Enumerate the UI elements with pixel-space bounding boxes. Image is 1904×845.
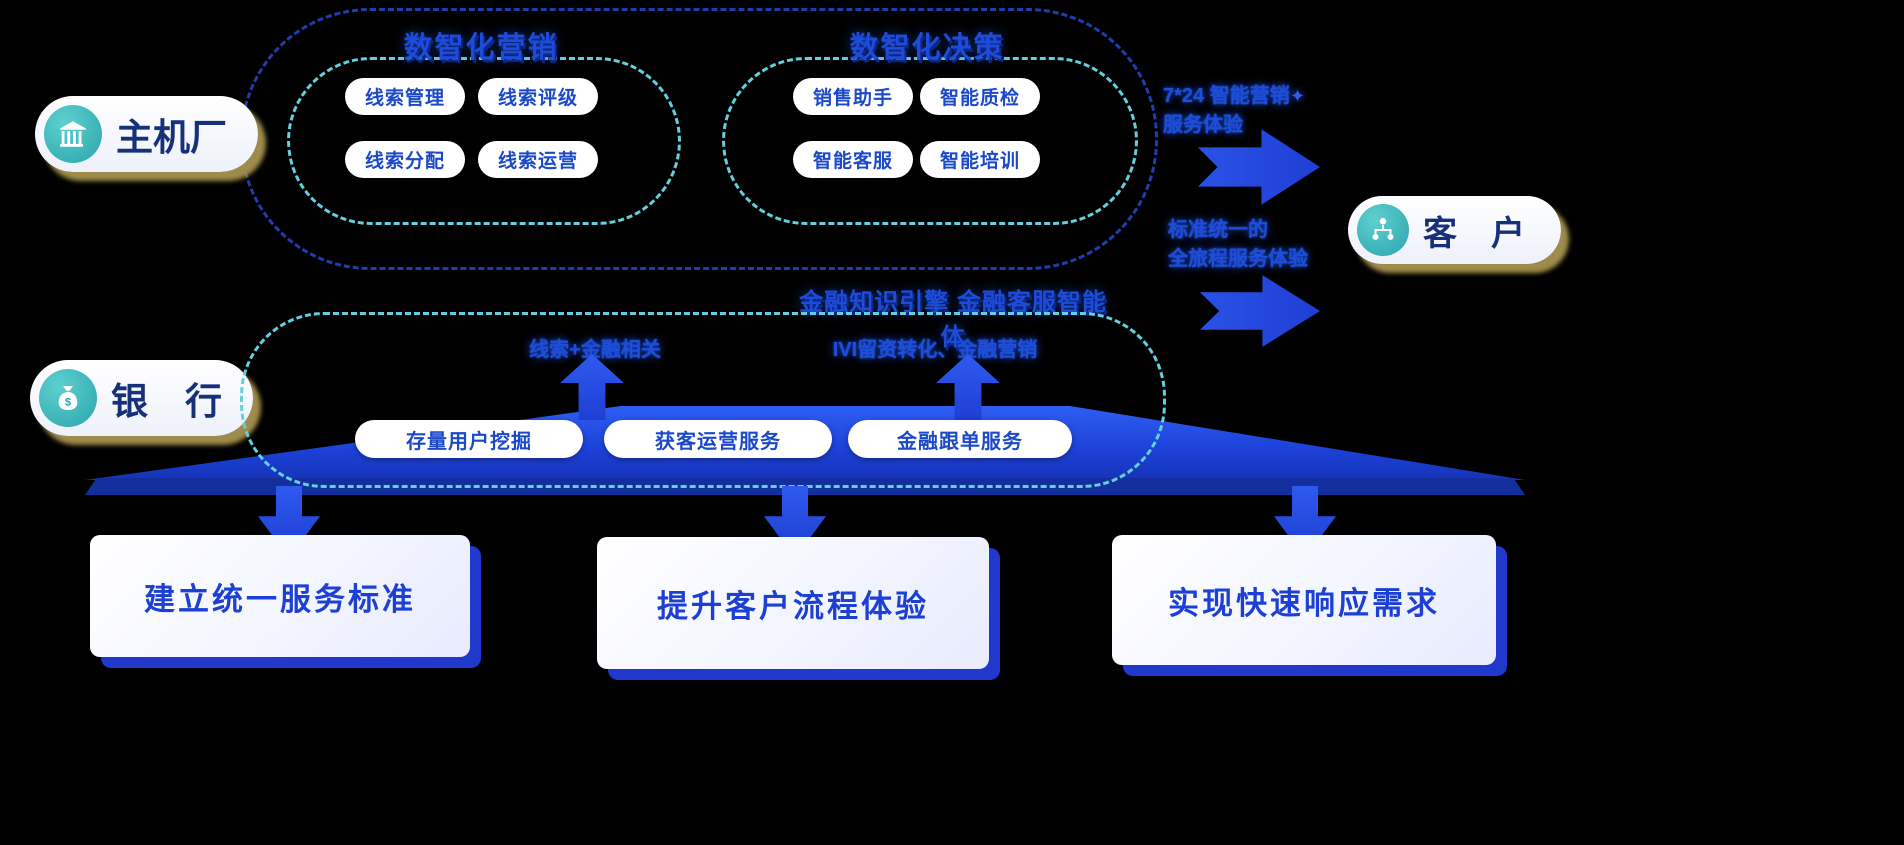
pill-lead-operation: 线索运营 [478, 141, 598, 178]
svg-text:$: $ [65, 397, 72, 409]
card-unified-standard-label: 建立统一服务标准 [144, 581, 416, 617]
arrow-right-bottom [1200, 275, 1320, 347]
bank-label: 银 行 [111, 381, 222, 422]
note-724-line1: 7*24 智能营销 [1163, 85, 1290, 107]
card-customer-experience: 提升客户流程体验 [597, 537, 989, 669]
pill-lead-management: 线索管理 [345, 78, 465, 115]
note-standard-line2: 全旅程服务体验 [1168, 248, 1308, 270]
pill-smart-service: 智能客服 [793, 141, 913, 178]
marketing-dashed-box [287, 57, 681, 225]
pill-smart-training: 智能培训 [920, 141, 1040, 178]
finance-left-note: 线索+金融相关 [529, 339, 661, 361]
finance-dashed-box [240, 312, 1166, 488]
finance-title: 金融知识引擎 金融客服智能体 [799, 289, 1107, 351]
sparkle-icon: ✦ [1290, 86, 1306, 106]
card-rapid-response-label: 实现快速响应需求 [1168, 585, 1440, 621]
oem-label: 主机厂 [116, 117, 227, 158]
note-standard-service: 标准统一的 全旅程服务体验 [1168, 216, 1338, 274]
pill-lead-assignment: 线索分配 [345, 141, 465, 178]
oem-badge: 主机厂 [35, 96, 258, 172]
note-standard-line1: 标准统一的 [1168, 219, 1268, 241]
customer-badge: 客 户 [1348, 196, 1561, 264]
pill-smart-qc: 智能质检 [920, 78, 1040, 115]
note-724-line2: 服务体验 [1163, 114, 1243, 136]
decision-title: 数智化决策 [849, 32, 1005, 64]
marketing-title: 数智化营销 [403, 32, 559, 64]
card-customer-experience-label: 提升客户流程体验 [657, 588, 929, 624]
note-724-service: 7*24 智能营销 服务体验 [1163, 82, 1333, 140]
building-icon [44, 105, 102, 163]
pill-finance-followup: 金融跟单服务 [848, 420, 1072, 458]
money-bag-icon: $ [39, 369, 97, 427]
finance-right-note: IVI留资转化、金融营销 [832, 339, 1038, 361]
pill-sales-assistant: 销售助手 [793, 78, 913, 115]
card-unified-standard: 建立统一服务标准 [90, 535, 470, 657]
bank-badge: $ 银 行 [30, 360, 253, 436]
org-chart-icon [1357, 204, 1409, 256]
card-rapid-response: 实现快速响应需求 [1112, 535, 1496, 665]
customer-label: 客 户 [1423, 214, 1525, 253]
pill-lead-rating: 线索评级 [478, 78, 598, 115]
pill-acquisition-operation: 获客运营服务 [604, 420, 832, 458]
decision-dashed-box [722, 57, 1138, 225]
pill-existing-user-mining: 存量用户挖掘 [355, 420, 583, 458]
